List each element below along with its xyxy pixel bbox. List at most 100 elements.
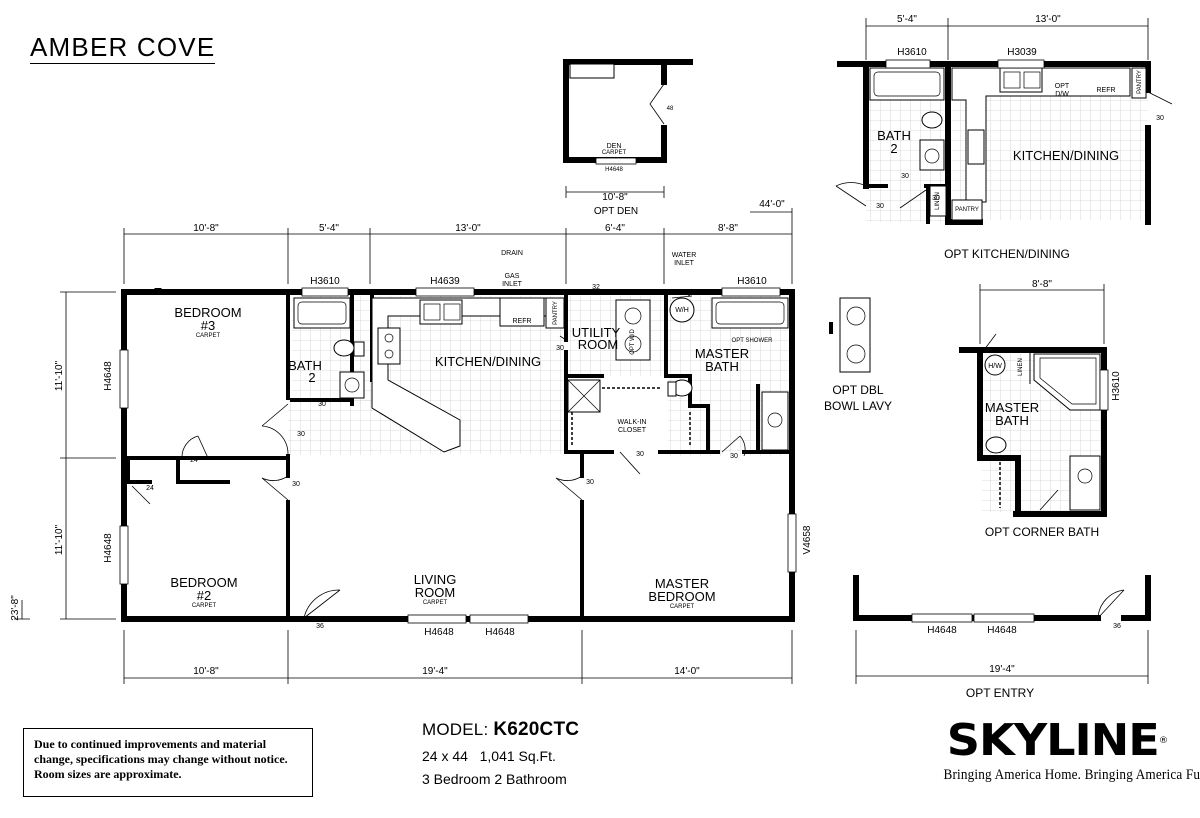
range-icon — [377, 327, 401, 365]
door-swing — [559, 335, 567, 341]
model-code: K620CTC — [493, 719, 580, 740]
opt-bath-num: 2 — [890, 141, 897, 156]
opt-kitchen-dim-1: 5'-4" — [897, 14, 917, 25]
door-size: 30 — [297, 431, 305, 438]
room-bedroom2-floor: CARPET — [192, 603, 217, 609]
window — [119, 349, 129, 409]
opt-shower-tub-icon — [711, 297, 789, 329]
model-sqft: 1,041 Sq.Ft. — [479, 748, 556, 764]
title-block: AMBER COVE — [30, 32, 216, 64]
room-living-floor: CARPET — [423, 600, 448, 606]
opt-entry: H4648 H4648 36 19'-4" OPT ENTRY — [853, 575, 1151, 700]
den-window — [595, 157, 637, 165]
window — [415, 287, 475, 297]
opt-door-swing — [899, 189, 927, 209]
opt-entry-walls — [853, 575, 1151, 621]
window-label: H3610 — [310, 276, 340, 287]
plan-title: AMBER COVE — [30, 32, 216, 64]
brand-reg-mark: ® — [1158, 736, 1168, 746]
den-dimension-line — [565, 186, 665, 198]
dim-top-1: 10'-8" — [193, 223, 219, 234]
corner-door-swing — [983, 333, 997, 351]
dim-bottom-3: 14'-0" — [674, 666, 700, 677]
window-label: H4648 — [424, 627, 454, 638]
opt-linen-box — [929, 185, 947, 217]
opt-entry-door-swing — [1097, 589, 1125, 619]
wall — [564, 294, 604, 454]
dim-top-5: 8'-8" — [718, 223, 738, 234]
den-width: 10'-8" — [602, 192, 628, 203]
room-walkin-2: CLOSET — [618, 427, 647, 434]
opt-bath-name: BATH — [877, 128, 911, 143]
door-swing — [181, 435, 209, 459]
den-closet-size: 60 — [588, 60, 595, 66]
room-living-2: ROOM — [415, 585, 455, 600]
corner-linen: LINEN — [1018, 358, 1024, 376]
dim-bottom-1: 10'-8" — [193, 666, 219, 677]
lavatory-icon — [339, 371, 365, 399]
dim-top-2: 5'-4" — [319, 223, 339, 234]
corner-hw-icon — [984, 354, 1006, 376]
toilet-tank — [353, 341, 365, 357]
door-size: 24 — [146, 485, 154, 492]
wall — [664, 294, 710, 454]
window-label: H4648 — [103, 361, 114, 391]
corner-dimension-line — [979, 284, 1105, 344]
label-water: WATER — [672, 252, 697, 259]
window-label: H4639 — [430, 276, 460, 287]
water-heater-icon — [669, 297, 695, 323]
opt-door-swing — [1147, 91, 1173, 105]
opt-window-label: H3610 — [897, 47, 927, 58]
window — [407, 614, 467, 624]
window — [301, 287, 349, 297]
window — [787, 513, 797, 573]
window — [469, 614, 529, 624]
opt-window — [885, 59, 931, 69]
corner-toilet-icon — [985, 436, 1007, 454]
vent-marker — [154, 288, 162, 292]
dim-top-3: 13'-0" — [455, 223, 481, 234]
opt-lavy-marker — [829, 322, 833, 334]
kitchen-sink-icon — [419, 299, 463, 325]
opt-pantry-icon — [1131, 67, 1147, 99]
opt-lav-icon — [919, 139, 945, 171]
door-swing — [619, 451, 641, 475]
opt-toilet-icon — [921, 111, 943, 129]
opt-entry-door-size: 36 — [1113, 623, 1121, 630]
opt-lavy-caption-2: BOWL LAVY — [824, 399, 892, 413]
entry-door-swing — [303, 589, 341, 619]
dim-left-2: 11'-10" — [54, 524, 65, 555]
den-name: DEN — [607, 143, 622, 150]
opt-entry-caption: OPT ENTRY — [966, 686, 1034, 700]
main-plan: 10'-8" 5'-4" 13'-0" 6'-4" 8'-8" 44'-0" 1… — [10, 199, 813, 684]
opt-den: DEN CARPET H4648 60 48 10'-8" OPT DEN — [563, 59, 693, 217]
sink-bowl — [423, 303, 441, 321]
opt-range-icon — [967, 129, 985, 165]
den-floor: CARPET — [602, 150, 627, 156]
opt-kitchen-dim-2: 13'-0" — [1035, 14, 1061, 25]
door-swing — [261, 475, 289, 501]
left-dimension-line — [60, 291, 116, 620]
opt-kitchen-dimension-line — [865, 18, 1149, 60]
opt-kitchen-caption: OPT KITCHEN/DINING — [944, 247, 1070, 261]
model-size: 24 x 44 — [422, 748, 468, 764]
opt-lavy-icon — [839, 297, 871, 373]
opt-kitchen-name: KITCHEN/DINING — [1013, 148, 1119, 163]
opt-window-label: H3039 — [1007, 47, 1037, 58]
label-drain: DRAIN — [501, 250, 523, 257]
door-swing — [131, 485, 151, 505]
opt-pantry: PANTRY — [1137, 70, 1143, 94]
brand-tagline: Bringing America Home. Bringing America … — [943, 767, 1200, 783]
door-size: 30 — [730, 453, 738, 460]
dim-total-height: 23'-8" — [10, 595, 21, 621]
dim-left-1: 11'-10" — [54, 360, 65, 391]
window-label: H4648 — [485, 627, 515, 638]
master-lavatory-icon — [761, 391, 789, 451]
opt-door-size: 30 — [901, 173, 909, 180]
room-bath2: BATH — [288, 358, 322, 373]
hall-tile — [288, 400, 373, 455]
label-water-2: INLET — [674, 260, 695, 267]
top-dimension-line — [123, 208, 793, 284]
corner-shower-icon — [1033, 353, 1101, 411]
